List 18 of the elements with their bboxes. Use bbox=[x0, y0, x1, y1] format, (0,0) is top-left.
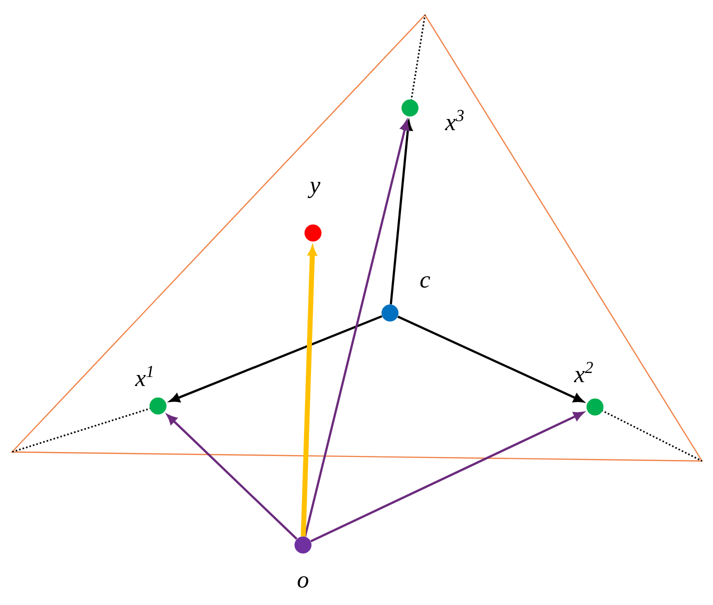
point-dot bbox=[294, 536, 312, 554]
arrow bbox=[310, 412, 584, 542]
point-label: c bbox=[420, 276, 430, 288]
point-label: y bbox=[308, 182, 320, 198]
point-label: o bbox=[298, 576, 308, 588]
point-label: x$^{1}$ bbox=[134, 366, 152, 386]
point-dot bbox=[150, 397, 166, 414]
point-label: x$^{2}$ bbox=[574, 362, 593, 382]
arrow bbox=[390, 120, 412, 304]
arrow bbox=[397, 316, 584, 402]
point-label: x$^{3}$ bbox=[444, 110, 464, 130]
point-dot bbox=[402, 100, 418, 116]
arrow bbox=[170, 315, 382, 402]
point-dot bbox=[304, 224, 322, 242]
arrow bbox=[304, 120, 410, 537]
point-dot bbox=[382, 304, 398, 322]
point-dot bbox=[586, 398, 604, 416]
arrow bbox=[166, 414, 298, 540]
